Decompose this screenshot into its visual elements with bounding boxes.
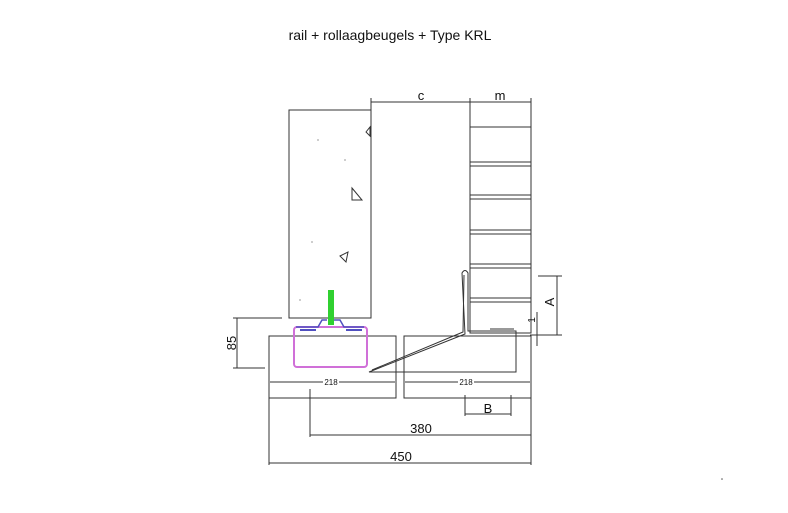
rail-profile [293,319,368,368]
svg-text:A: A [542,297,557,306]
dimension-b: B [464,395,512,416]
dimension-m: m [495,88,506,103]
svg-text:380: 380 [410,421,432,436]
left-block-width: 218 [324,378,338,387]
bracket-krl [368,270,517,373]
dimension-c: c m [370,88,532,127]
dimension-380: 380 [309,389,531,437]
svg-text:85: 85 [224,336,239,350]
foundation-blocks: 218 218 [268,335,532,465]
brick-wall [469,126,532,334]
drawing-title: rail + rollaagbeugels + Type KRL [289,27,492,43]
right-block-width: 218 [459,378,473,387]
dimension-450: 450 [269,449,531,464]
stray-dot [721,478,723,480]
svg-text:B: B [484,401,493,416]
svg-text:450: 450 [390,449,412,464]
dimension-a: A 1 [527,275,562,346]
anchor-bolt [328,290,334,325]
dimension-1: 1 [527,317,538,323]
concrete-column [288,109,372,319]
dimension-85: 85 [224,317,282,369]
svg-text:c: c [418,88,425,103]
